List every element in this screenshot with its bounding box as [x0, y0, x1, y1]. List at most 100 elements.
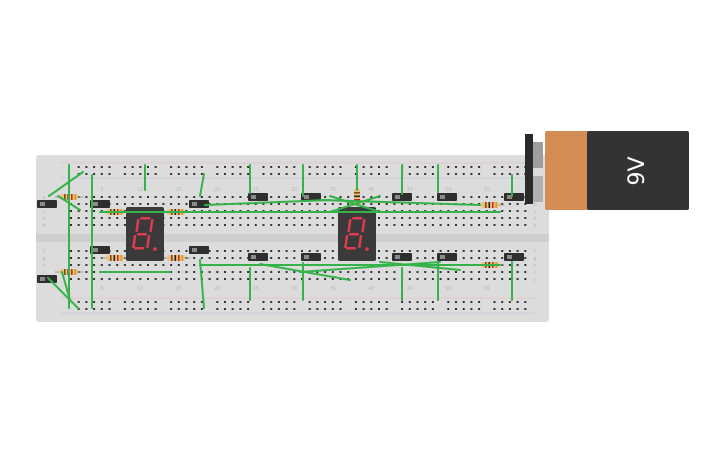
terminal-hole[interactable]	[431, 257, 434, 259]
terminal-hole[interactable]	[455, 250, 457, 252]
terminal-hole[interactable]	[131, 278, 134, 280]
terminal-hole[interactable]	[293, 217, 296, 219]
rail-hole[interactable]	[100, 166, 103, 168]
terminal-hole[interactable]	[370, 271, 373, 273]
terminal-hole[interactable]	[70, 250, 72, 252]
rail-hole[interactable]	[154, 301, 157, 303]
terminal-hole[interactable]	[508, 271, 511, 273]
terminal-hole[interactable]	[216, 271, 219, 273]
terminal-hole[interactable]	[308, 278, 311, 280]
wire[interactable]	[47, 277, 79, 309]
rail-hole[interactable]	[478, 301, 481, 303]
rail-hole[interactable]	[408, 166, 411, 168]
terminal-hole[interactable]	[77, 264, 80, 266]
rail-hole[interactable]	[93, 301, 96, 303]
rail-hole[interactable]	[185, 301, 188, 303]
terminal-hole[interactable]	[247, 278, 250, 280]
terminal-hole[interactable]	[324, 278, 327, 280]
rail-hole[interactable]	[247, 173, 250, 175]
rail-hole[interactable]	[455, 166, 457, 168]
terminal-hole[interactable]	[308, 224, 311, 226]
terminal-hole[interactable]	[108, 264, 111, 266]
terminal-hole[interactable]	[308, 250, 311, 252]
rail-hole[interactable]	[362, 308, 365, 310]
rail-hole[interactable]	[478, 166, 481, 168]
slide-switch[interactable]	[301, 193, 321, 201]
rail-hole[interactable]	[370, 166, 373, 168]
rail-hole[interactable]	[200, 308, 203, 310]
terminal-hole[interactable]	[378, 278, 380, 280]
terminal-hole[interactable]	[331, 257, 334, 259]
terminal-hole[interactable]	[516, 217, 519, 219]
terminal-hole[interactable]	[270, 217, 273, 219]
terminal-hole[interactable]	[347, 203, 350, 205]
rail-hole[interactable]	[455, 173, 457, 175]
terminal-hole[interactable]	[224, 271, 226, 273]
rail-hole[interactable]	[200, 173, 203, 175]
rail-hole[interactable]	[470, 301, 473, 303]
terminal-hole[interactable]	[416, 271, 419, 273]
terminal-hole[interactable]	[270, 257, 273, 259]
terminal-hole[interactable]	[424, 278, 427, 280]
terminal-hole[interactable]	[262, 250, 265, 252]
terminal-hole[interactable]	[70, 224, 72, 226]
terminal-hole[interactable]	[416, 278, 419, 280]
terminal-hole[interactable]	[385, 271, 388, 273]
terminal-hole[interactable]	[193, 278, 196, 280]
terminal-hole[interactable]	[285, 203, 288, 205]
terminal-hole[interactable]	[424, 217, 427, 219]
rail-hole[interactable]	[131, 173, 134, 175]
terminal-hole[interactable]	[324, 250, 327, 252]
terminal-hole[interactable]	[200, 217, 203, 219]
terminal-hole[interactable]	[331, 224, 334, 226]
terminal-hole[interactable]	[470, 217, 473, 219]
wire[interactable]	[199, 259, 205, 309]
terminal-hole[interactable]	[378, 224, 380, 226]
terminal-hole[interactable]	[493, 196, 496, 198]
terminal-hole[interactable]	[285, 278, 288, 280]
terminal-hole[interactable]	[224, 278, 226, 280]
terminal-hole[interactable]	[208, 257, 211, 259]
terminal-hole[interactable]	[324, 203, 327, 205]
terminal-hole[interactable]	[501, 250, 504, 252]
terminal-hole[interactable]	[362, 271, 365, 273]
terminal-hole[interactable]	[270, 278, 273, 280]
rail-hole[interactable]	[308, 166, 311, 168]
terminal-hole[interactable]	[516, 250, 519, 252]
terminal-hole[interactable]	[493, 217, 496, 219]
terminal-hole[interactable]	[316, 203, 319, 205]
terminal-hole[interactable]	[516, 203, 519, 205]
terminal-hole[interactable]	[501, 224, 504, 226]
terminal-hole[interactable]	[116, 196, 119, 198]
terminal-hole[interactable]	[493, 257, 496, 259]
terminal-hole[interactable]	[347, 271, 350, 273]
slide-switch[interactable]	[504, 253, 524, 261]
rail-hole[interactable]	[462, 173, 465, 175]
terminal-hole[interactable]	[339, 196, 342, 198]
terminal-hole[interactable]	[408, 250, 411, 252]
terminal-hole[interactable]	[393, 278, 396, 280]
rail-hole[interactable]	[177, 308, 180, 310]
terminal-hole[interactable]	[116, 203, 119, 205]
rail-hole[interactable]	[408, 308, 411, 310]
switch-knob[interactable]	[192, 248, 197, 252]
terminal-hole[interactable]	[277, 224, 280, 226]
terminal-hole[interactable]	[462, 278, 465, 280]
slide-switch[interactable]	[189, 246, 209, 254]
terminal-hole[interactable]	[170, 264, 173, 266]
terminal-hole[interactable]	[177, 224, 180, 226]
rail-hole[interactable]	[262, 308, 265, 310]
terminal-hole[interactable]	[70, 278, 72, 280]
slide-switch[interactable]	[37, 275, 57, 283]
terminal-hole[interactable]	[447, 278, 450, 280]
terminal-hole[interactable]	[93, 210, 96, 212]
terminal-hole[interactable]	[216, 257, 219, 259]
terminal-hole[interactable]	[470, 250, 473, 252]
terminal-hole[interactable]	[100, 217, 103, 219]
terminal-hole[interactable]	[108, 196, 111, 198]
rail-hole[interactable]	[316, 301, 319, 303]
terminal-hole[interactable]	[277, 271, 280, 273]
terminal-hole[interactable]	[478, 257, 481, 259]
terminal-hole[interactable]	[424, 250, 427, 252]
terminal-hole[interactable]	[70, 210, 72, 212]
